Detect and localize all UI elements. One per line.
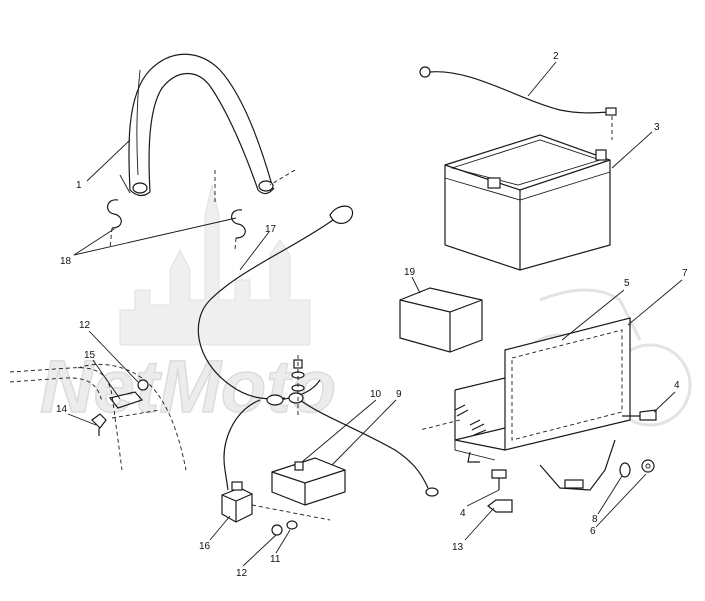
callout-13: 13 xyxy=(452,542,464,553)
callout-2: 2 xyxy=(553,51,559,62)
watermark-text: NetMoto xyxy=(40,345,336,428)
frame-screw xyxy=(91,413,107,436)
callout-12-top: 12 xyxy=(79,320,91,331)
battery-strap xyxy=(128,53,275,197)
lower-washer xyxy=(286,520,298,530)
bolt-left xyxy=(469,419,487,436)
battery xyxy=(444,134,611,271)
callout-11: 11 xyxy=(270,554,281,565)
callout-7: 7 xyxy=(682,268,688,279)
callout-14: 14 xyxy=(56,404,68,415)
terminal-stack xyxy=(291,355,305,415)
callout-19: 19 xyxy=(404,267,416,278)
callout-6: 6 xyxy=(590,526,596,537)
callout-12-bottom: 12 xyxy=(236,568,248,579)
washer xyxy=(619,462,631,478)
frame-nut xyxy=(137,379,149,391)
watermark-skyline xyxy=(119,184,311,346)
callout-9: 9 xyxy=(396,389,402,400)
frame-section xyxy=(9,363,187,471)
callout-10: 10 xyxy=(370,389,382,400)
callout-18: 18 xyxy=(60,256,72,267)
bolt-upper xyxy=(454,404,469,417)
strap-hook-left xyxy=(107,199,122,229)
leader-lines xyxy=(67,61,683,567)
connector-block xyxy=(221,481,331,523)
callout-labels: 1 2 3 4 4 5 6 7 8 9 10 11 12 12 13 14 15… xyxy=(56,51,688,579)
box-screw-right xyxy=(622,409,657,421)
callout-4-right: 4 xyxy=(674,380,680,391)
watermark: NetMoto xyxy=(39,184,692,429)
nut xyxy=(641,459,655,473)
callout-17: 17 xyxy=(265,224,277,235)
screw xyxy=(487,499,513,513)
strap-hook-right xyxy=(231,209,246,239)
battery-box xyxy=(454,317,631,491)
callout-16: 16 xyxy=(199,541,211,552)
callout-15: 15 xyxy=(84,350,96,361)
callout-8: 8 xyxy=(592,514,598,525)
callout-1: 1 xyxy=(76,180,82,191)
battery-pad xyxy=(399,287,483,353)
lower-nut xyxy=(271,524,283,536)
callout-3: 3 xyxy=(654,122,660,133)
wire-harness xyxy=(197,205,439,497)
callout-4-bottom: 4 xyxy=(460,508,466,519)
voltage-regulator xyxy=(271,457,346,506)
battery-cable xyxy=(419,66,617,140)
box-screw-bottom xyxy=(491,469,507,490)
callout-5: 5 xyxy=(624,278,630,289)
